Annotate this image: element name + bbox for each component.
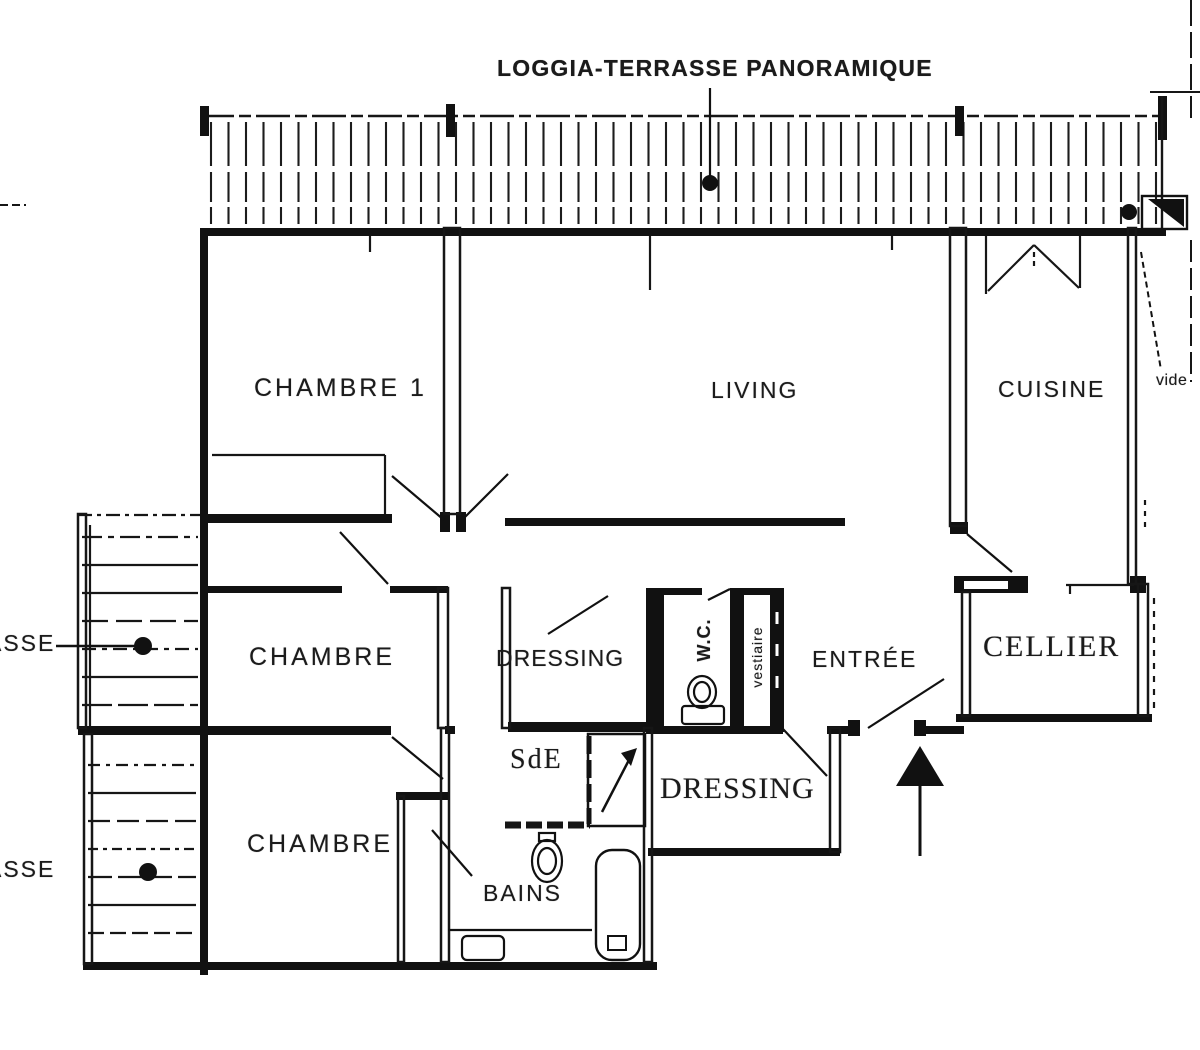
bathtub-icon [594, 848, 642, 962]
loggia-terrace [0, 0, 1200, 382]
loggia-leader [702, 88, 718, 191]
room-label-cellier: CELLIER [983, 630, 1121, 663]
annotation-terrasse-lower: ASSE [0, 856, 56, 882]
annotation-vide: vide [1156, 372, 1188, 389]
annotation-terrasse-middle: ASSE [0, 630, 56, 656]
shower-icon [586, 732, 647, 828]
terrace-leaders [56, 637, 157, 881]
room-label-chambre-middle: CHAMBRE [249, 643, 396, 671]
room-label-bains: BAINS [483, 880, 563, 906]
interior-walls [200, 512, 1146, 800]
stud-walls [76, 226, 1150, 966]
wc-toilet-icon [680, 674, 726, 726]
exterior-walls [78, 228, 1166, 975]
bains-toilet-icon [530, 831, 564, 884]
room-label-chambre1: CHAMBRE 1 [254, 374, 427, 402]
detail-lines [78, 236, 1156, 935]
loggia-title: LOGGIA-TERRASSE PANORAMIQUE [497, 55, 933, 81]
room-label-cuisine: CUISINE [998, 376, 1106, 402]
room-label-sde: SdE [510, 744, 563, 775]
room-label-dressing-lower: DRESSING [660, 772, 815, 805]
room-label-wc: W.C. [693, 618, 714, 662]
room-label-living: LIVING [711, 377, 799, 403]
room-label-chambre-lower: CHAMBRE [247, 830, 394, 858]
room-label-vestiaire: vestiaire [749, 626, 765, 688]
room-label-entree: ENTRÉE [812, 646, 918, 672]
door-swings [339, 473, 1013, 877]
entrance-arrow-icon [896, 746, 944, 856]
room-label-dressing-middle: DRESSING [496, 645, 625, 671]
vanity-sink-icon [448, 928, 592, 962]
